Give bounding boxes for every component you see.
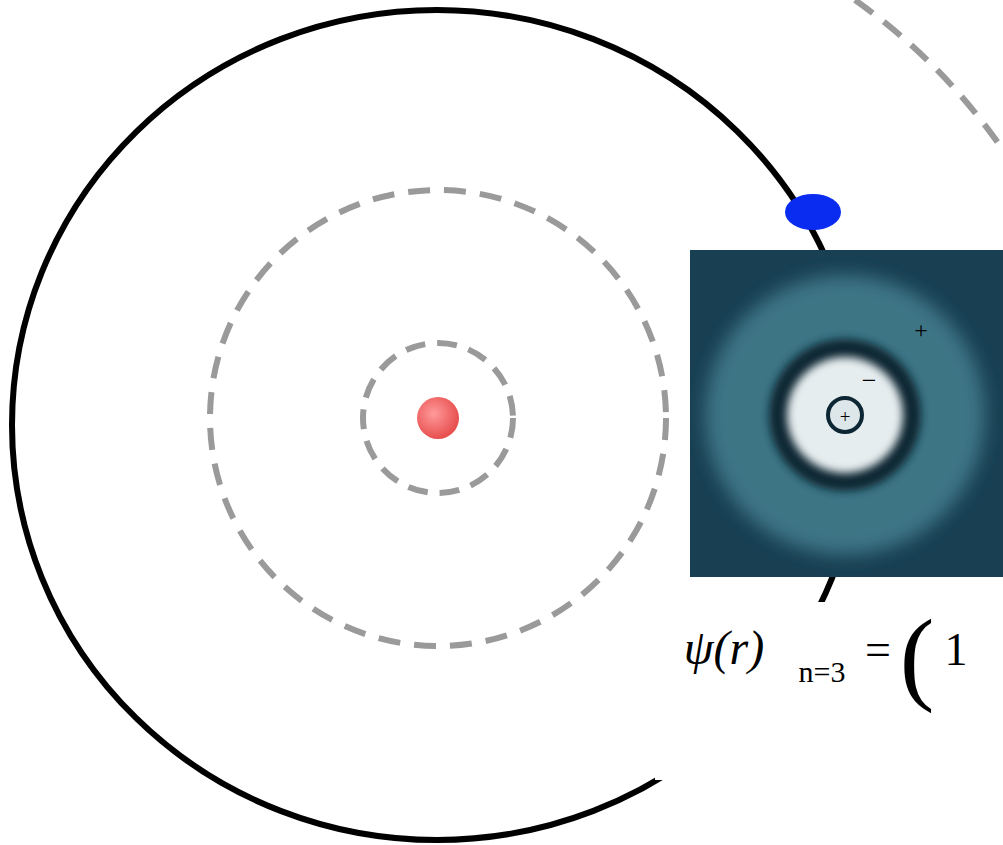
image-ring xyxy=(769,339,921,491)
wavefunction-symbol: ψ(r) xyxy=(684,624,764,672)
parenthesis: ( xyxy=(900,604,935,708)
image-ring xyxy=(705,275,985,555)
phase-sign: + xyxy=(840,407,851,426)
outer-dashed-orbit xyxy=(855,0,1003,150)
dashed-orbit xyxy=(210,190,666,646)
equation-term: 1 xyxy=(945,627,968,673)
equals-sign: = xyxy=(865,627,891,673)
electron xyxy=(785,194,841,230)
nucleus xyxy=(417,397,459,439)
dashed-orbit xyxy=(363,343,513,493)
image-ground xyxy=(690,250,1003,577)
orbital-image xyxy=(690,250,1003,577)
subscript: n=3 xyxy=(799,657,846,687)
phase-sign: − xyxy=(862,368,877,394)
phase-sign: + xyxy=(914,318,928,342)
image-node xyxy=(828,398,862,432)
equation-ground xyxy=(655,602,1003,780)
image-ring xyxy=(787,357,903,473)
